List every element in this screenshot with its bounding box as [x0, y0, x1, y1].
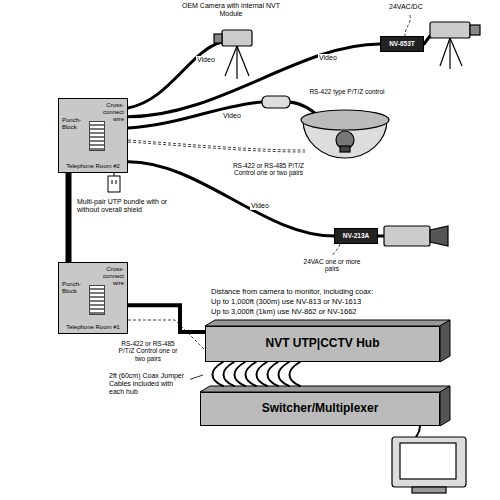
- signal-label: Video: [318, 54, 338, 62]
- node-text: NV-213A: [343, 232, 369, 239]
- hub-box: NVT UTP|CCTV Hub: [205, 326, 440, 362]
- camera: [384, 226, 448, 246]
- node-text: Cross-connect wire: [94, 102, 124, 123]
- distance-note: Up to 3,000ft (1km) use NV-862 or NV-166…: [210, 308, 358, 317]
- node-text: Punch-Block: [62, 117, 86, 131]
- power-label: 24VAC one or more pairs: [300, 258, 364, 273]
- transceiver-box: NV-653T: [380, 36, 424, 52]
- power-pair: [332, 244, 340, 256]
- punch-block-panel: Cross-connect wirePunch-BlockTelephone R…: [58, 98, 128, 173]
- node-text: Cross-connect wire: [94, 266, 124, 287]
- node-text: Telephone Room #2: [61, 163, 125, 170]
- switcher-box: Switcher/Multiplexer: [200, 392, 440, 426]
- video-cable: [378, 235, 384, 238]
- video-cable: [128, 42, 222, 108]
- monitor-cable: [416, 426, 420, 437]
- coax-note: 2ft (60cm) Coax Jumper Cables included w…: [108, 372, 190, 396]
- transceiver-box: NV-213A: [334, 228, 378, 244]
- punch-block-panel: Cross-connect wirePunch-BlockTelephone R…: [58, 262, 128, 334]
- punch-block: [89, 121, 105, 151]
- control-label: RS-422 or RS-485 P/T/Z Control one or tw…: [112, 340, 184, 362]
- power-pair: [405, 15, 410, 36]
- node-text: Telephone Room #1: [61, 324, 125, 331]
- cable-connector: [128, 44, 380, 117]
- distance-note: Up to 1,000ft (300m) use NV-813 or NV-16…: [210, 298, 362, 307]
- signal-label: Video: [250, 202, 270, 210]
- control-label: RS-422 or RS-485 P/T/Z Control one or tw…: [230, 162, 307, 177]
- power-outlet: [108, 173, 120, 192]
- power-label: 24VAC/DC: [388, 3, 424, 11]
- signal-label: Video: [222, 112, 242, 120]
- dome-camera: [262, 96, 389, 158]
- control-pair: [128, 142, 305, 152]
- node-text: Switcher/Multiplexer: [262, 402, 379, 416]
- node-text: NV-653T: [389, 40, 415, 47]
- oem-camera: [214, 30, 252, 79]
- distance-note: Distance from camera to monitor, includi…: [210, 288, 374, 297]
- punch-block: [89, 285, 105, 315]
- camera: [430, 22, 480, 69]
- cable-label: Multi-pair UTP bundle with or without ov…: [76, 198, 173, 214]
- node-text: Punch-Block: [62, 281, 86, 295]
- control-pair: [128, 140, 305, 150]
- node-text: NVT UTP|CCTV Hub: [265, 337, 379, 351]
- hub-housing: [200, 320, 450, 426]
- camera-label: OEM Camera with internal NVT Module: [180, 2, 282, 18]
- control-label: RS-422 type P/T/Z control: [296, 88, 398, 95]
- cable-connector: [128, 305, 205, 332]
- cable-connector: [213, 362, 301, 386]
- cable-connector: [66, 173, 72, 262]
- video-cable: [424, 36, 430, 44]
- monitor: [392, 437, 466, 493]
- signal-label: Video: [196, 56, 216, 64]
- inline-transceiver: [262, 96, 290, 108]
- leader-line: [188, 375, 203, 380]
